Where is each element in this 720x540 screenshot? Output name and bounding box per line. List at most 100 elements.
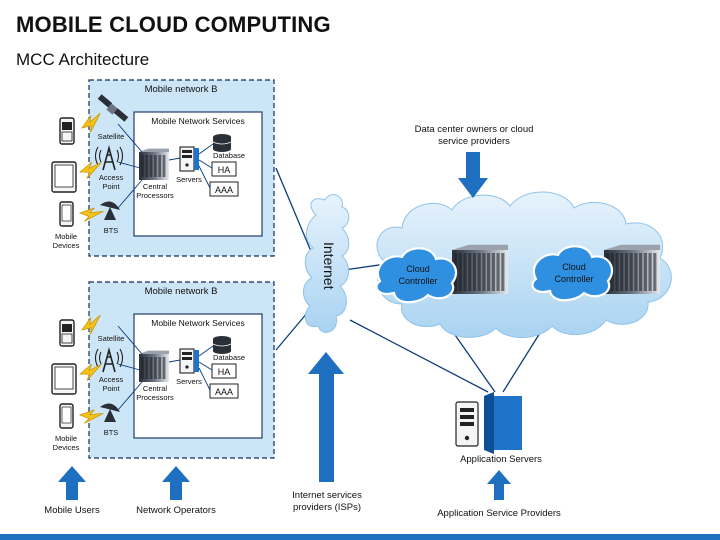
ha-box — [211, 363, 237, 379]
central-processors-icon — [139, 148, 169, 180]
mobile-network-block-2: Mobile network B Mobile Network ServicesM… — [51, 281, 275, 459]
isps-label-line2: providers (ISPs) — [293, 502, 361, 513]
mobile-devices-label-line1: Mobile — [55, 232, 77, 241]
lightning-bolt-icon — [78, 363, 102, 381]
access-point-label-line2: Point — [102, 384, 120, 393]
cloud-controller-label-line1: Cloud — [562, 262, 586, 272]
network-title: Mobile network B — [145, 286, 218, 297]
cloud-controller-label-line2: Controller — [554, 274, 593, 284]
isps-label-line1: Internet services — [292, 490, 362, 501]
cloud-controller-cloud-icon — [375, 247, 458, 304]
internet-label: Internet — [321, 242, 337, 290]
footer-stripe — [0, 534, 720, 540]
mobile-devices-label-line2: Devices — [53, 443, 80, 452]
cloud-controller-label-line1: Cloud — [406, 264, 430, 274]
cloud-controller-rack-icon — [452, 244, 508, 294]
access-point-label-line2: Point — [102, 182, 120, 191]
central-processors-icon — [139, 350, 169, 382]
database-icon — [212, 336, 232, 354]
tablet-icon — [51, 161, 77, 193]
link-processors-servers — [168, 157, 181, 161]
mobile-devices-label-line1: Mobile — [55, 434, 77, 443]
mobile-phone-icon — [59, 319, 75, 347]
central-processors-label-line1: Central — [143, 182, 168, 191]
servers-label: Servers — [176, 175, 202, 184]
aaa-box — [209, 383, 239, 399]
link-servers-ha — [198, 159, 213, 169]
lightning-bolt-icon — [78, 207, 104, 222]
link-bts-processors — [117, 179, 143, 209]
central-processors-label-line2: Processors — [136, 393, 174, 402]
bts-label: BTS — [104, 226, 119, 235]
network-operators-arrow — [162, 466, 190, 500]
asp-label: Application Service Providers — [437, 508, 561, 519]
application-servers: Application Servers — [455, 392, 542, 465]
lightning-bolt-icon — [78, 409, 104, 424]
data-center-cloud — [376, 191, 672, 339]
services-title: Mobile Network Services — [151, 116, 245, 126]
link-satellite-processors — [117, 123, 143, 153]
link-servers-database — [198, 345, 214, 357]
network-operators-label: Network Operators — [136, 505, 216, 516]
ha-label: HA — [218, 367, 231, 377]
mobile-phone-icon — [59, 117, 75, 145]
ha-label: HA — [218, 165, 231, 175]
page-title: MOBILE CLOUD COMPUTING — [16, 12, 331, 37]
mobile-network-block-1: Mobile network B Mobile Network ServicesM… — [51, 79, 275, 257]
satellite-icon — [97, 94, 129, 122]
access-point-tower-icon — [94, 346, 124, 373]
bts-label: BTS — [104, 428, 119, 437]
smartphone-icon — [59, 201, 74, 227]
lightning-bolt-icon — [78, 161, 102, 179]
link-satellite-processors — [117, 325, 143, 355]
aaa-label: AAA — [215, 387, 233, 397]
data-center-label-line1: Data center owners or cloud — [415, 124, 534, 135]
tablet-icon — [51, 363, 77, 395]
cloud-controller-rack-icon — [604, 244, 660, 294]
access-point-tower-icon — [94, 144, 124, 171]
smartphone-icon — [59, 403, 74, 429]
bottom-arrows — [58, 352, 511, 500]
aaa-label: AAA — [215, 185, 233, 195]
mobile-devices-label-line2: Devices — [53, 241, 80, 250]
central-processors-label-line1: Central — [143, 384, 168, 393]
cloud-controller-label-line2: Controller — [398, 276, 437, 286]
application-servers-label: Application Servers — [460, 454, 542, 465]
link-internet-appservers — [349, 319, 489, 393]
link-bts-processors — [117, 381, 143, 411]
link-servers-aaa — [198, 367, 211, 391]
servers-icon — [179, 146, 199, 172]
database-label: Database — [213, 353, 245, 362]
access-point-label-line1: Access — [99, 375, 123, 384]
page-subtitle: MCC Architecture — [16, 50, 150, 69]
services-title: Mobile Network Services — [151, 318, 245, 328]
link-servers-ha — [198, 361, 213, 371]
internet-cloud: Internet — [303, 194, 350, 333]
link-ap-processors — [117, 161, 141, 169]
satellite-label: Satellite — [98, 334, 125, 343]
link-servers-database — [198, 143, 214, 155]
isp-arrow — [308, 352, 344, 482]
access-point-label-line1: Access — [99, 173, 123, 182]
aaa-box — [209, 181, 239, 197]
network-title: Mobile network B — [145, 84, 218, 95]
servers-icon — [179, 348, 199, 374]
lightning-bolt-icon — [81, 112, 101, 133]
satellite-label: Satellite — [98, 132, 125, 141]
mobile-users-label: Mobile Users — [44, 505, 100, 516]
central-processors-label-line2: Processors — [136, 191, 174, 200]
servers-label: Servers — [176, 377, 202, 386]
data-center-label-line2: service providers — [438, 136, 510, 147]
database-icon — [212, 134, 232, 152]
database-label: Database — [213, 151, 245, 160]
bts-dish-icon — [100, 201, 120, 220]
mobile-users-arrow — [58, 466, 86, 500]
lightning-bolt-icon — [81, 314, 101, 335]
asp-arrow — [487, 470, 511, 500]
